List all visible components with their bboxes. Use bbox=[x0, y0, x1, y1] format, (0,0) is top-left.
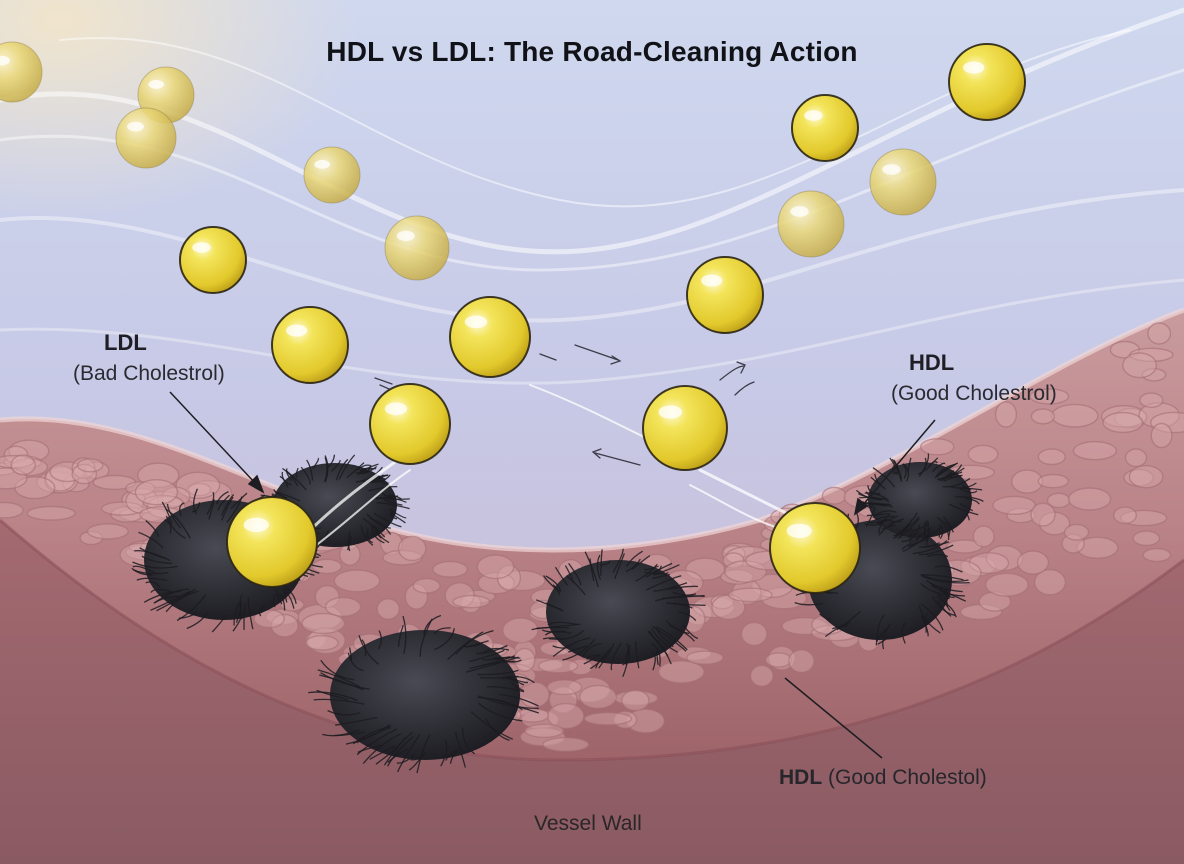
hdl-particle bbox=[369, 383, 451, 465]
hdl-particle bbox=[179, 226, 247, 294]
vessel-wall-label: Vessel Wall bbox=[534, 812, 642, 835]
hdl-particle bbox=[303, 146, 361, 204]
hdl-particle bbox=[271, 306, 349, 384]
hdl-bottom-name: HDL bbox=[779, 766, 823, 789]
hdl-particle bbox=[384, 215, 450, 281]
hdl-bottom-description: (Good Cholestol) bbox=[828, 766, 987, 789]
hdl-particle bbox=[948, 43, 1026, 121]
hdl-particle bbox=[869, 148, 937, 216]
hdl-particle bbox=[449, 296, 531, 378]
hdl-particle bbox=[115, 107, 177, 169]
hdl-particles bbox=[0, 41, 1026, 594]
hdl-particle bbox=[226, 496, 318, 588]
hdl-particle bbox=[777, 190, 845, 258]
hdl-particle bbox=[642, 385, 728, 471]
ldl-description: (Bad Cholestrol) bbox=[73, 362, 225, 385]
hdl-particle bbox=[769, 502, 861, 594]
hdl-label: HDL bbox=[909, 350, 955, 375]
hdl-particle bbox=[0, 41, 43, 103]
hdl-description: (Good Cholestrol) bbox=[891, 382, 1057, 405]
hdl-particle bbox=[686, 256, 764, 334]
ldl-label: LDL bbox=[104, 330, 147, 355]
hdl-particle bbox=[791, 94, 859, 162]
hdl-bottom-caption: HDL (Good Cholestol) bbox=[779, 766, 987, 790]
diagram-title: HDL vs LDL: The Road-Cleaning Action bbox=[326, 36, 858, 67]
